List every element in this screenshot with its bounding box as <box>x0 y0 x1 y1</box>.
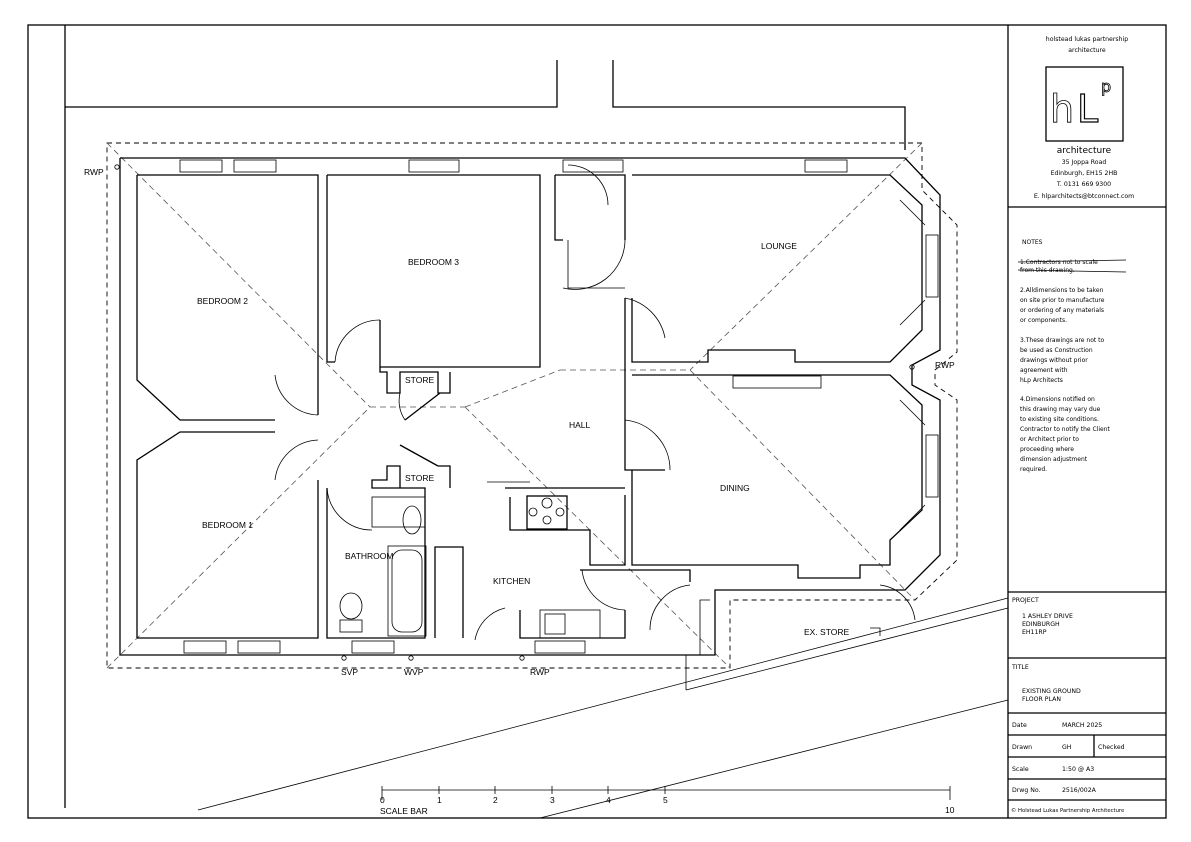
note-4-line: 4.Dimensions notified on <box>1020 396 1095 403</box>
pipe-label-rwp: RWP <box>84 167 104 177</box>
room-label-bedroom-2: BEDROOM 2 <box>197 296 248 306</box>
notes-heading: NOTES <box>1022 239 1043 246</box>
scale-label: Scale <box>1012 766 1029 773</box>
note-4-line: dimension adjustment <box>1020 456 1088 463</box>
note-3-line: drawings without prior <box>1020 357 1088 364</box>
project-line-2: EDINBURGH <box>1022 621 1060 628</box>
scale-value: 1:50 @ A3 <box>1062 765 1094 773</box>
room-label-store-2: STORE <box>405 473 434 483</box>
firm-name: holstead lukas partnership <box>1046 36 1128 43</box>
note-2-line: or components. <box>1020 317 1067 324</box>
room-label-kitchen: KITCHEN <box>493 576 530 586</box>
scale-bar-label: SCALE BAR <box>380 806 428 816</box>
pipe-markers <box>114 164 915 661</box>
drawing-number-value: 2516/002A <box>1062 787 1097 794</box>
copyright: © Holstead Lukas Partnership Architectur… <box>1011 807 1124 814</box>
room-label-store-1: STORE <box>405 375 434 385</box>
basin-icon <box>402 505 422 535</box>
sheet-border <box>27 24 1167 819</box>
hlp-logo <box>1045 66 1124 142</box>
note-1-line: 1.Contractors not to scale <box>1020 259 1098 266</box>
scale-bar: 0 1 2 3 4 5 10 SCALE BAR <box>380 786 955 816</box>
project-line-1: 1 ASHLEY DRIVE <box>1022 613 1073 620</box>
scale-tick-4: 4 <box>606 795 611 805</box>
scale-tick-3: 3 <box>550 795 555 805</box>
project-label: PROJECT <box>1012 597 1039 604</box>
note-4-line: or Architect prior to <box>1020 436 1079 443</box>
note-2-line: or ordering of any materials <box>1020 307 1104 314</box>
room-label-ex-store: EX. STORE <box>804 627 850 637</box>
roof-eaves-outline <box>106 142 958 669</box>
note-4-line: proceeding where <box>1020 446 1074 453</box>
date-value: MARCH 2025 <box>1062 722 1102 729</box>
note-3-line: hLp Architects <box>1020 377 1063 384</box>
scale-tick-1: 1 <box>437 795 442 805</box>
note-3-line: agreement with <box>1020 367 1068 374</box>
checked-label: Checked <box>1098 744 1125 751</box>
title-line-2: FLOOR PLAN <box>1022 696 1061 703</box>
address-line-1: 35 Joppa Road <box>1062 159 1107 166</box>
internal-walls <box>326 298 881 655</box>
note-4-line: this drawing may vary due <box>1020 406 1101 413</box>
room-label-hall: HALL <box>569 420 591 430</box>
date-label: Date <box>1012 722 1027 729</box>
project-line-3: EH11RP <box>1022 629 1047 636</box>
logo-h: h <box>1050 87 1074 131</box>
scale-tick-2: 2 <box>493 795 498 805</box>
room-label-dining: DINING <box>720 483 750 493</box>
bedroom-3-walls <box>326 174 541 421</box>
site-boundary <box>65 60 1009 819</box>
pipe-label-rwp-right: RWP <box>935 360 955 370</box>
pipe-label-rwp-bottom: RWP <box>530 667 550 677</box>
scale-tick-10: 10 <box>945 805 955 815</box>
note-3-line: 3.These drawings are not to <box>1020 337 1104 344</box>
note-4-line: Contractor to notify the Client <box>1020 426 1111 433</box>
note-2-line: on site prior to manufacture <box>1020 297 1105 304</box>
logo-subtitle: architecture <box>1057 146 1112 156</box>
note-3-line: be used as Construction <box>1020 347 1093 354</box>
phone: T. 0131 669 9300 <box>1056 181 1111 188</box>
firm-name-line2: architecture <box>1068 47 1106 54</box>
sink-icon <box>539 609 601 639</box>
note-2-line: 2.Alldimensions to be taken <box>1020 287 1104 294</box>
roof-hip-lines <box>106 142 923 669</box>
pipe-label-svp: SVP <box>341 667 358 677</box>
note-4-line: required. <box>1020 466 1047 473</box>
door-swings <box>274 164 916 641</box>
title-line-1: EXISTING GROUND <box>1022 688 1081 695</box>
note-4-line: to existing site conditions. <box>1020 416 1099 423</box>
toilet-icon <box>339 592 363 620</box>
lounge-walls <box>554 174 923 363</box>
drawn-value: GH <box>1062 744 1072 751</box>
bath-icon <box>387 545 427 637</box>
logo-p: p <box>1101 77 1111 96</box>
drawn-label: Drawn <box>1012 744 1032 751</box>
external-walls <box>119 157 941 656</box>
title-label: TITLE <box>1011 664 1029 671</box>
email: E. hlparchitects@btconnect.com <box>1034 192 1134 200</box>
pipe-label-wvp: WVP <box>404 667 424 677</box>
address-line-2: Edinburgh, EH15 2HB <box>1051 170 1118 177</box>
room-label-bedroom-1: BEDROOM 1 <box>202 520 253 530</box>
dining-walls <box>631 374 923 579</box>
room-label-bathroom: BATHROOM <box>345 551 393 561</box>
windows <box>179 159 939 654</box>
room-label-lounge: LOUNGE <box>761 241 797 251</box>
scale-tick-5: 5 <box>663 795 668 805</box>
logo-l: L <box>1077 87 1098 131</box>
hob-icon <box>526 495 568 530</box>
drawing-number-label: Drwg No. <box>1012 787 1041 794</box>
room-label-bedroom-3: BEDROOM 3 <box>408 257 459 267</box>
scale-tick-0: 0 <box>380 795 385 805</box>
title-block: holstead lukas partnership architecture … <box>1007 25 1166 818</box>
